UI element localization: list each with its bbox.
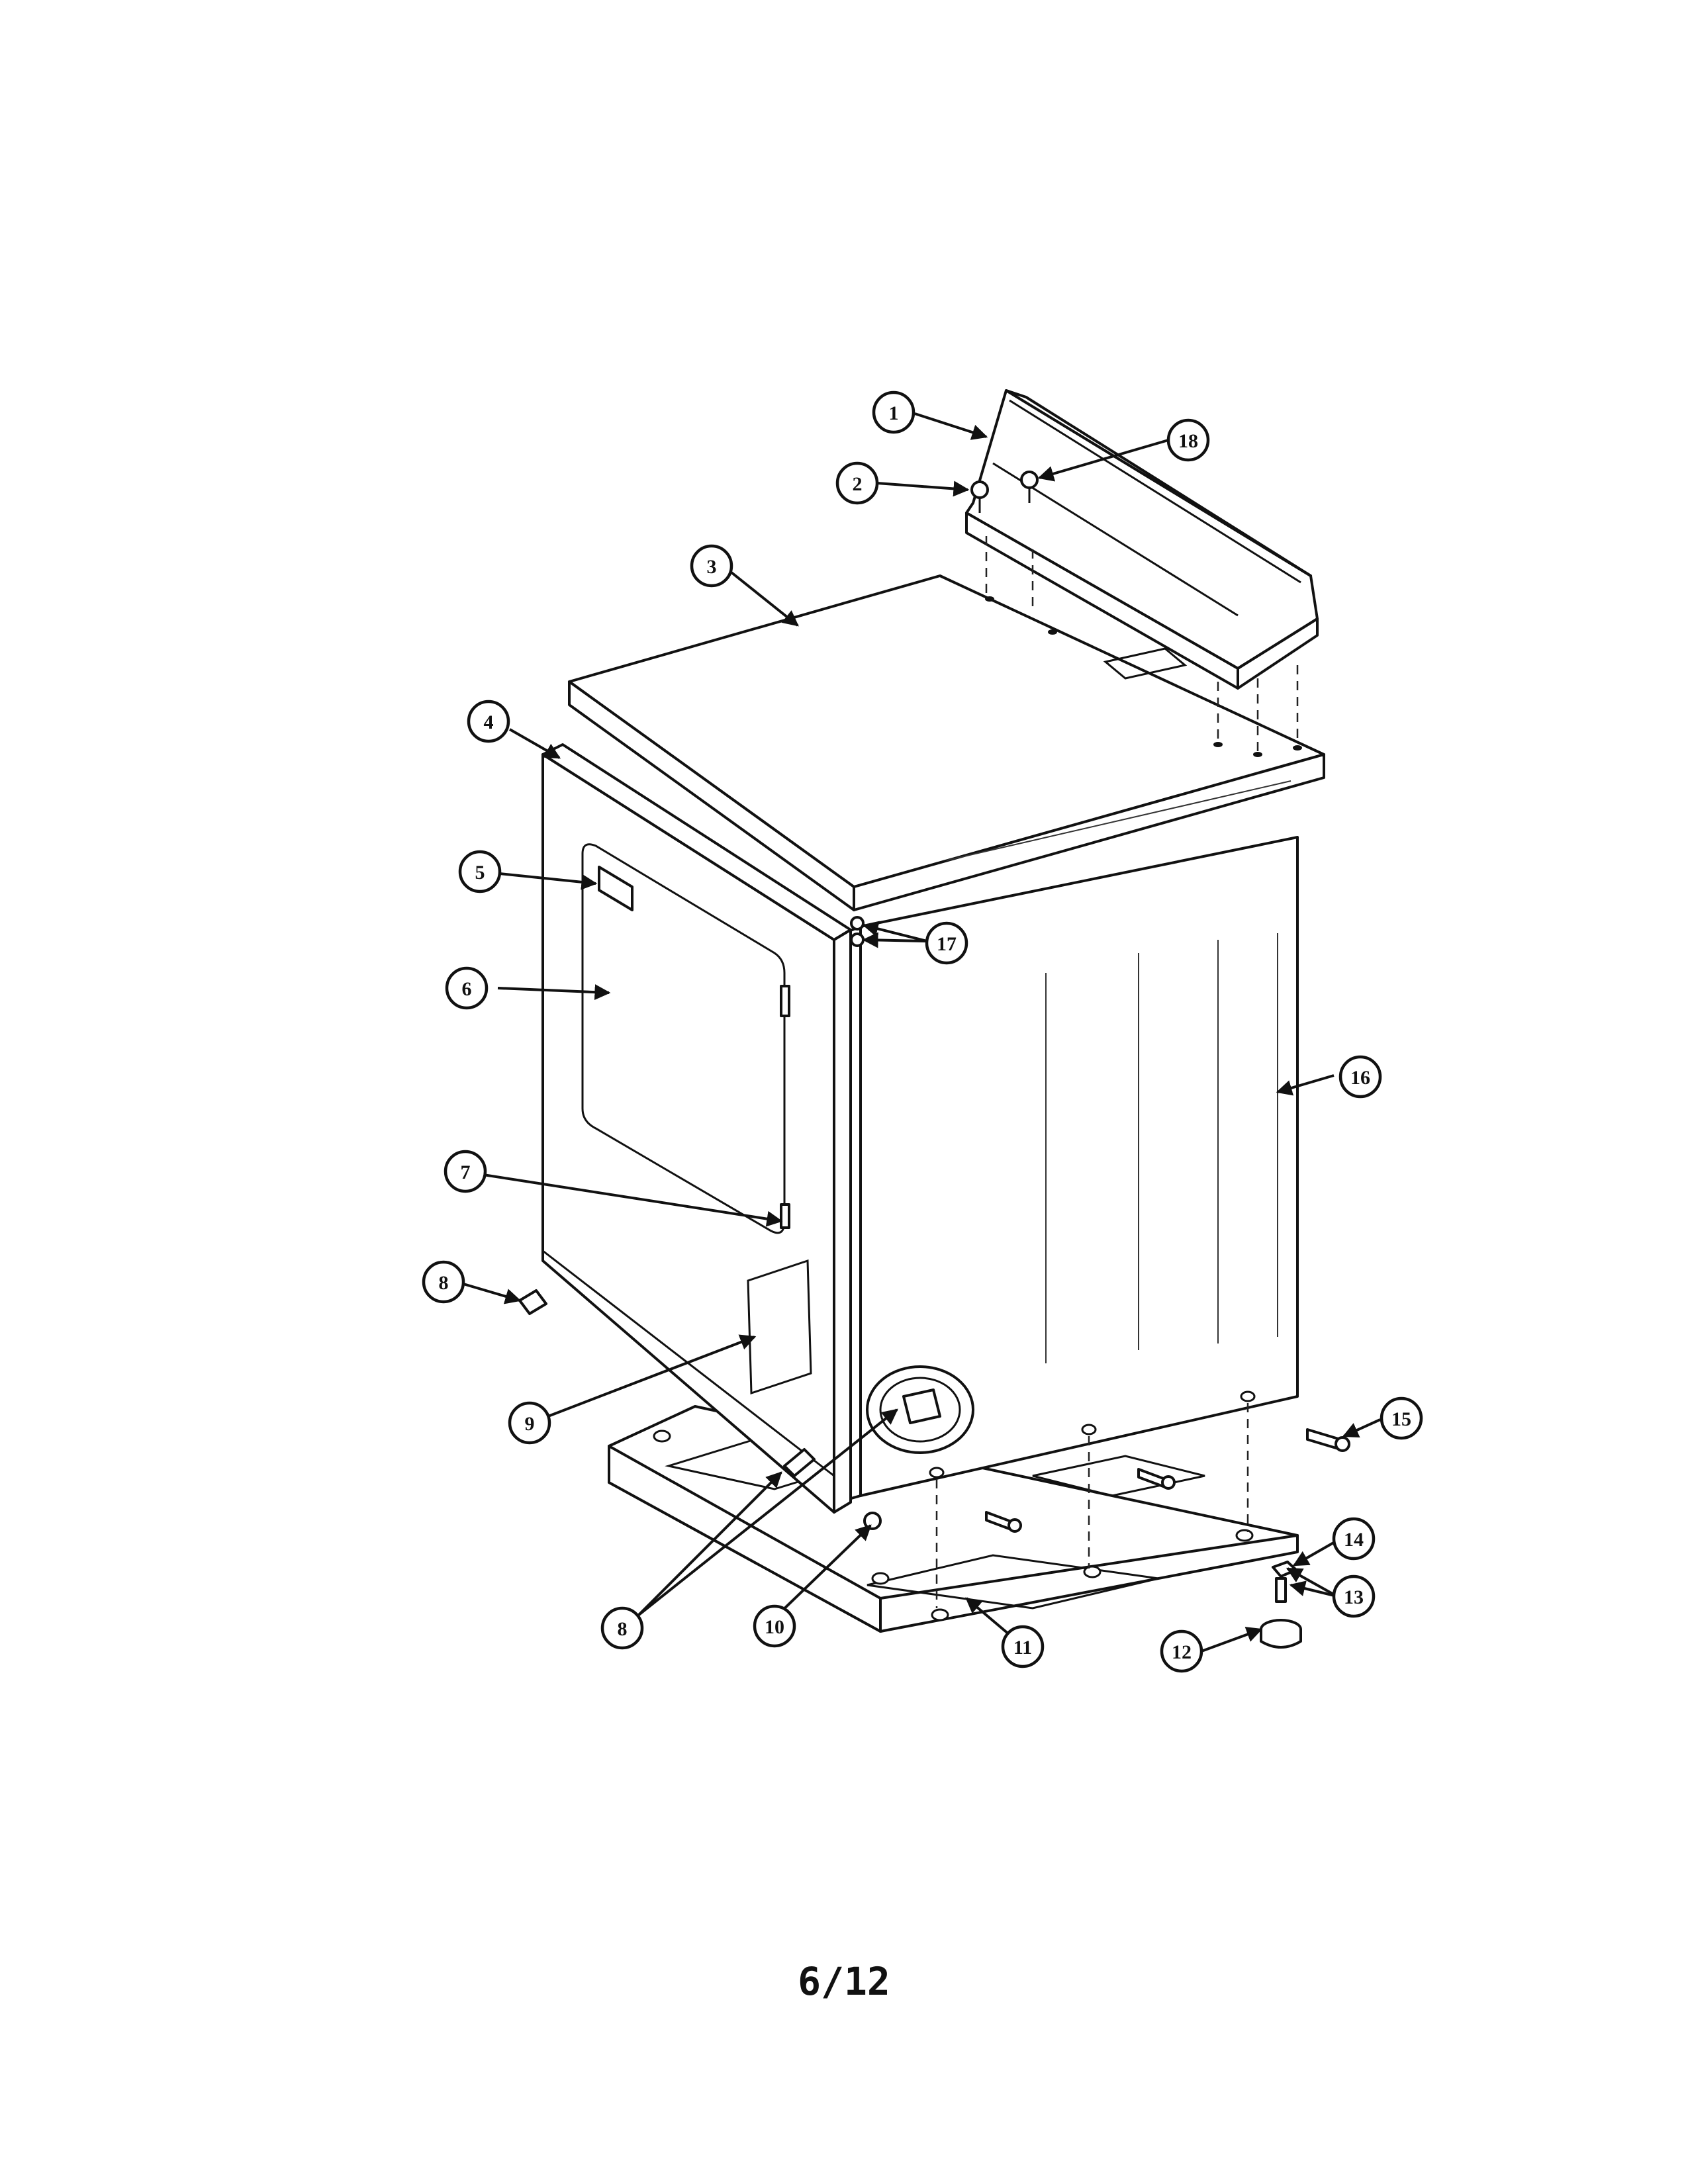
screw-18-icon bbox=[1020, 471, 1039, 503]
callout-8-upper: 9 bbox=[508, 1401, 551, 1445]
callout-18: 18 bbox=[1166, 418, 1210, 462]
callout-16: 16 bbox=[1338, 1055, 1382, 1099]
svg-text:8: 8 bbox=[439, 1272, 449, 1294]
svg-text:8: 8 bbox=[618, 1618, 628, 1640]
cabinet-top bbox=[568, 574, 1325, 911]
callout-1: 1 bbox=[872, 390, 915, 434]
front-panel bbox=[541, 743, 852, 1514]
leveling-leg-icon bbox=[1260, 1561, 1302, 1649]
callout-12: 12 bbox=[1160, 1629, 1203, 1673]
leader-lines bbox=[463, 412, 1381, 1653]
screw-15-icon bbox=[1306, 1428, 1350, 1452]
toe-panel-access bbox=[747, 1259, 812, 1395]
svg-text:12: 12 bbox=[1172, 1641, 1192, 1663]
control-console bbox=[965, 389, 1319, 757]
svg-text:7: 7 bbox=[461, 1161, 471, 1183]
svg-text:18: 18 bbox=[1178, 430, 1198, 452]
callout-17: 17 bbox=[925, 921, 968, 965]
callout-6: 6 bbox=[445, 966, 489, 1010]
svg-text:13: 13 bbox=[1344, 1586, 1364, 1608]
callout-5: 5 bbox=[458, 850, 502, 893]
callout-11: 11 bbox=[1001, 1625, 1045, 1668]
callout-7: 7 bbox=[444, 1150, 487, 1193]
door-handle bbox=[598, 866, 633, 911]
screw-10-icon bbox=[863, 1512, 882, 1530]
svg-text:14: 14 bbox=[1344, 1529, 1364, 1551]
door-hinges bbox=[780, 985, 790, 1229]
svg-text:3: 3 bbox=[707, 556, 717, 578]
screw-8-left-icon bbox=[518, 1289, 547, 1315]
callout-8-left: 8 bbox=[422, 1260, 465, 1304]
svg-text:1: 1 bbox=[889, 402, 899, 424]
callout-10: 10 bbox=[753, 1604, 796, 1648]
page-number: 6/12 bbox=[798, 1959, 890, 2004]
callout-3: 3 bbox=[690, 544, 733, 588]
screw-2-icon bbox=[970, 480, 989, 513]
vent-housing bbox=[866, 1365, 974, 1454]
svg-text:16: 16 bbox=[1350, 1067, 1370, 1089]
callout-8-lower: 8 bbox=[600, 1606, 644, 1650]
svg-text:2: 2 bbox=[853, 473, 863, 495]
callout-15: 15 bbox=[1380, 1396, 1423, 1440]
callout-2: 2 bbox=[835, 461, 879, 505]
svg-text:15: 15 bbox=[1391, 1408, 1411, 1430]
svg-text:9: 9 bbox=[525, 1413, 535, 1435]
screw-side-icons bbox=[985, 1468, 1176, 1533]
svg-text:10: 10 bbox=[765, 1616, 784, 1638]
svg-text:5: 5 bbox=[475, 862, 485, 884]
screw-8-lower-icon bbox=[783, 1448, 816, 1477]
callout-14: 14 bbox=[1332, 1517, 1376, 1561]
svg-text:17: 17 bbox=[937, 933, 957, 955]
svg-text:4: 4 bbox=[484, 711, 494, 733]
svg-text:6: 6 bbox=[462, 978, 472, 1000]
svg-text:11: 11 bbox=[1013, 1637, 1032, 1659]
callout-4: 4 bbox=[467, 700, 510, 743]
callout-13: 13 bbox=[1332, 1574, 1376, 1618]
